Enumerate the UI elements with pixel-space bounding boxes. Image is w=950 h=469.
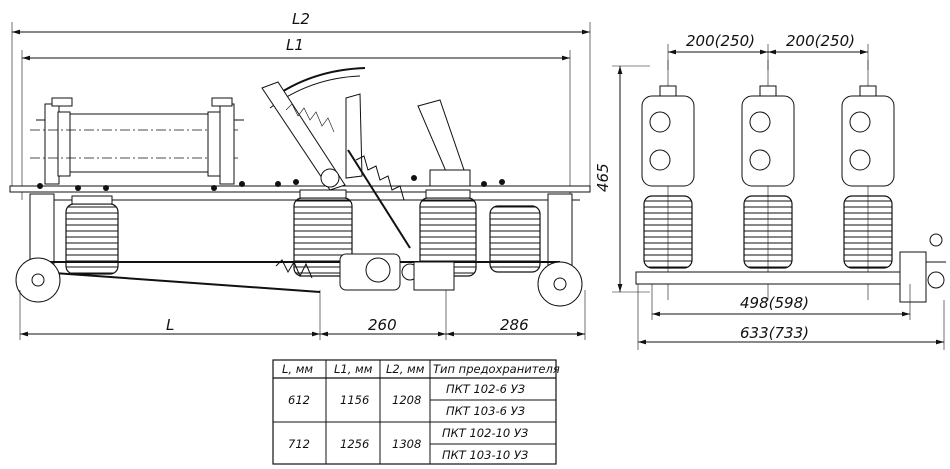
table-cell-l2: 1308 [392,437,421,451]
dim-l-label: L [166,316,174,334]
table-cell-type: ПКТ 103-6 УЗ [446,404,526,418]
pole-1 [641,60,695,300]
contact-hook [417,99,471,187]
table-cell-type: ПКТ 102-6 УЗ [446,382,526,396]
switch-blade-mechanism [261,67,411,249]
front-view: L2 L1 [9,10,591,340]
table-cell-l2: 1208 [392,393,421,407]
pole-2 [741,60,795,300]
pole-3 [841,60,895,300]
dim-spacing-b-label: 200(250) [786,32,855,50]
dim-286-label: 286 [500,316,529,334]
table-cell-l1: 1256 [340,437,369,451]
left-wheel [15,257,61,303]
drive-mechanism [899,251,927,303]
table-header-l2: L2, мм [386,362,425,376]
insulator-middle [293,189,353,277]
insulator-far-right [489,205,541,273]
spec-table: L, мм L1, мм L2, мм Тип предохранителя 6… [272,359,560,465]
table-header-l1: L1, мм [334,362,373,376]
table-cell-l: 612 [288,393,310,407]
side-view: 200(250) 200(250) 465 [594,32,946,350]
insulator-left [65,195,119,275]
side-base-frame [635,271,927,285]
table-header-type: Тип предохранителя [433,362,560,376]
dim-260-label: 260 [368,316,397,334]
right-wheel [537,261,583,307]
fuse-cartridge [30,97,244,185]
insulator-right [419,189,477,277]
dim-633-label: 633(733) [740,324,809,342]
dim-height-label: 465 [594,163,612,192]
dim-498-label: 498(598) [740,294,809,312]
dim-l1-label: L1 [286,36,304,54]
table-cell-l: 712 [288,437,310,451]
dim-l2-label: L2 [292,10,310,28]
bolts [37,175,505,191]
table-cell-l1: 1156 [340,393,369,407]
dim-spacing-a-label: 200(250) [686,32,755,50]
table-header-l: L, мм [282,362,313,376]
table-cell-type: ПКТ 103-10 УЗ [442,448,529,462]
table-cell-type: ПКТ 102-10 УЗ [442,426,529,440]
